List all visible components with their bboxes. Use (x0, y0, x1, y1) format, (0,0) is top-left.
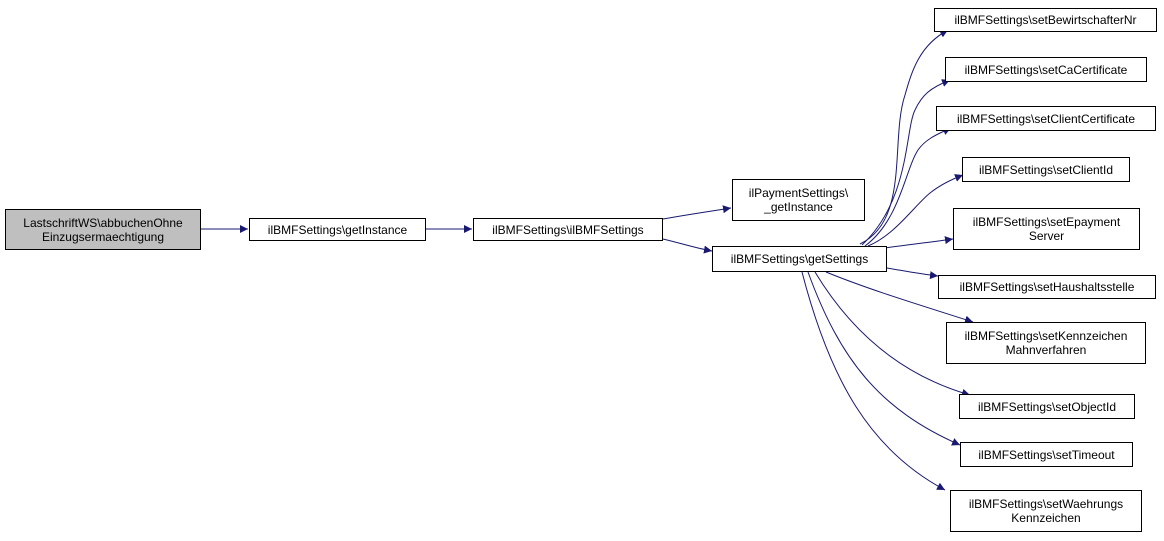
node-label-line1: ilBMFSettings\setWaehrungs (968, 497, 1124, 511)
node-label: ilBMFSettings\ilBMFSettings (492, 222, 644, 237)
node-label: ilBMFSettings\setClientCertificate (956, 111, 1136, 126)
node-sethaushaltsstelle[interactable]: ilBMFSettings\setHaushaltsstelle (938, 275, 1156, 299)
edge-getsettings-to-setclientid (867, 174, 964, 247)
node-getsettings[interactable]: ilBMFSettings\getSettings (712, 246, 887, 272)
edge-getsettings-to-setwaehrungskennzeichen (801, 271, 946, 491)
node-setobjectid[interactable]: ilBMFSettings\setObjectId (959, 394, 1135, 419)
node-label-line2: _getInstance (764, 200, 833, 214)
node-ilpaymentsettings-getinstance[interactable]: ilPaymentSettings\ _getInstance (732, 179, 865, 221)
node-label: ilBMFSettings\setBewirtschafterNr (954, 13, 1137, 27)
node-setclientid[interactable]: ilBMFSettings\setClientId (962, 157, 1130, 182)
node-setclientcertificate[interactable]: ilBMFSettings\setClientCertificate (936, 106, 1156, 131)
edge-getsettings-to-setobjectid (814, 271, 971, 397)
node-label: ilBMFSettings\getSettings (730, 252, 869, 266)
node-lastschriftws-abbuchenohne: LastschriftWS\abbuchenOhne Einzugsermaec… (5, 209, 201, 250)
edge-getsettings-to-settimeout (807, 271, 961, 446)
node-setkennzeichenmahnverfahren[interactable]: ilBMFSettings\setKennzeichen Mahnverfahr… (946, 322, 1146, 364)
node-label-line2: Kennzeichen (1011, 511, 1081, 525)
node-getinstance[interactable]: ilBMFSettings\getInstance (249, 218, 426, 241)
edge-getsettings-to-setcacertificate (861, 79, 951, 246)
edge-getsettings-to-setbewirtschafternr (859, 29, 949, 245)
edge-ctor-to-getsettings (662, 238, 713, 254)
node-settimeout[interactable]: ilBMFSettings\setTimeout (960, 442, 1133, 467)
node-label-line2: Server (1028, 229, 1065, 243)
node-label: ilBMFSettings\getInstance (267, 222, 408, 237)
edge-getsettings-to-setkennzeichenmahnverfahren (825, 271, 974, 324)
node-setbewirtschafternr[interactable]: ilBMFSettings\setBewirtschafterNr (934, 8, 1157, 32)
node-label: ilBMFSettings\setObjectId (977, 399, 1117, 414)
node-ilbmfsettings-constructor[interactable]: ilBMFSettings\ilBMFSettings (473, 218, 663, 241)
node-label: ilBMFSettings\setHaushaltsstelle (959, 280, 1135, 294)
node-label: ilBMFSettings\setTimeout (978, 447, 1115, 462)
node-setcacertificate[interactable]: ilBMFSettings\setCaCertificate (945, 57, 1147, 82)
edge-getsettings-to-setepaymentserver (884, 236, 954, 249)
node-label: ilBMFSettings\setClientId (978, 162, 1114, 177)
node-label-line1: LastschriftWS\abbuchenOhne (23, 215, 183, 230)
edge-ctor-to-paymentinstance (662, 205, 732, 220)
node-label-line1: ilPaymentSettings\ (748, 186, 849, 200)
node-label: ilBMFSettings\setCaCertificate (964, 62, 1128, 77)
node-label-line1: ilBMFSettings\setKennzeichen (964, 329, 1128, 343)
node-setepaymentserver[interactable]: ilBMFSettings\setEpayment Server (953, 208, 1140, 250)
node-setwaehrungskennzeichen[interactable]: ilBMFSettings\setWaehrungs Kennzeichen (950, 490, 1142, 532)
edge-getsettings-to-setclientcertificate (864, 127, 952, 247)
edge-getsettings-to-sethaushaltsstelle (886, 267, 939, 280)
node-label-line2: Einzugsermaechtigung (41, 229, 165, 244)
node-label-line1: ilBMFSettings\setEpayment (972, 215, 1121, 229)
node-label-line2: Mahnverfahren (1005, 343, 1087, 357)
